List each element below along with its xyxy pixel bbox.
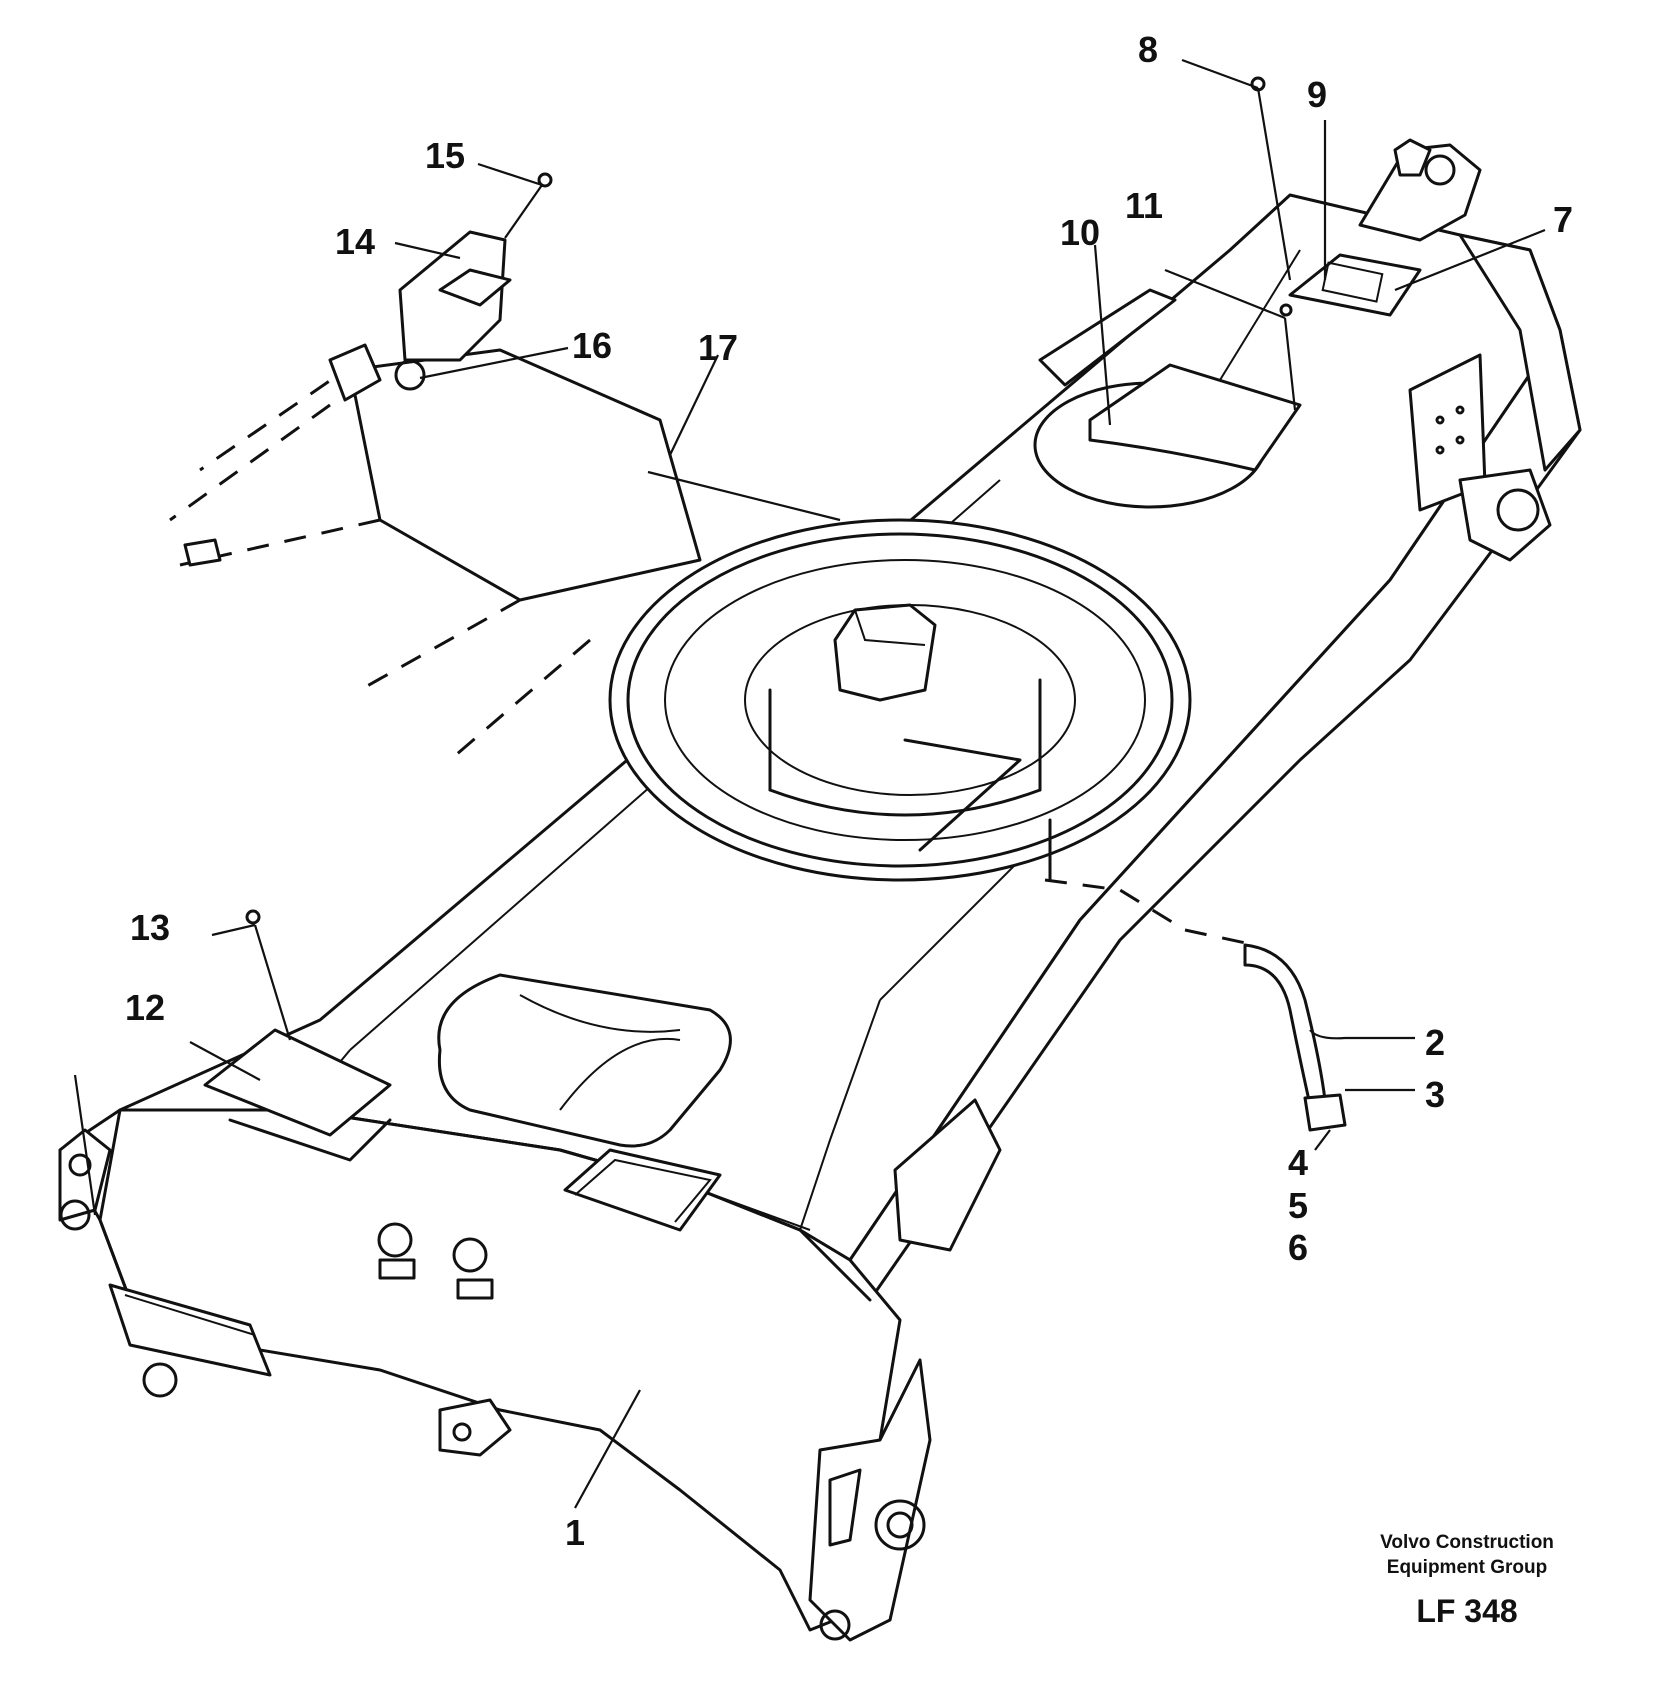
bracket-14 <box>169 230 512 567</box>
callout-labels: 1 2 3 4 5 6 7 8 9 10 11 12 13 14 15 16 1… <box>125 29 1573 1553</box>
leader-lines <box>73 58 1546 1509</box>
frame-opening-front <box>437 973 732 1148</box>
credit-line-2: Equipment Group <box>1387 1557 1547 1578</box>
cover-plate-12 <box>203 1028 392 1162</box>
box-17 <box>179 348 841 762</box>
callout-14: 14 <box>335 221 375 262</box>
undercarriage-frame <box>58 138 1582 1642</box>
credit-block: Volvo Construction Equipment Group LF 34… <box>1380 1532 1554 1629</box>
credit-line-1: Volvo Construction <box>1380 1532 1554 1553</box>
callout-11: 11 <box>1125 185 1163 226</box>
callout-17: 17 <box>698 327 738 368</box>
callout-5: 5 <box>1288 1185 1308 1226</box>
cover-plate-7 <box>1288 253 1422 317</box>
hose-assembly <box>1044 818 1347 1132</box>
callout-8: 8 <box>1138 29 1158 70</box>
slewing-ring <box>608 518 1192 882</box>
callout-4: 4 <box>1288 1142 1308 1183</box>
callout-13: 13 <box>130 907 170 948</box>
callout-9: 9 <box>1307 74 1327 115</box>
callout-7: 7 <box>1553 199 1573 240</box>
callout-12: 12 <box>125 987 165 1028</box>
callout-15: 15 <box>425 135 465 176</box>
callout-2: 2 <box>1425 1022 1445 1063</box>
callout-16: 16 <box>572 325 612 366</box>
cover-plate-10 <box>1033 363 1302 509</box>
drawing-code: LF 348 <box>1416 1593 1517 1629</box>
callout-3: 3 <box>1425 1074 1445 1115</box>
callout-6: 6 <box>1288 1227 1308 1268</box>
callout-1: 1 <box>565 1512 585 1553</box>
callout-10: 10 <box>1060 212 1100 253</box>
